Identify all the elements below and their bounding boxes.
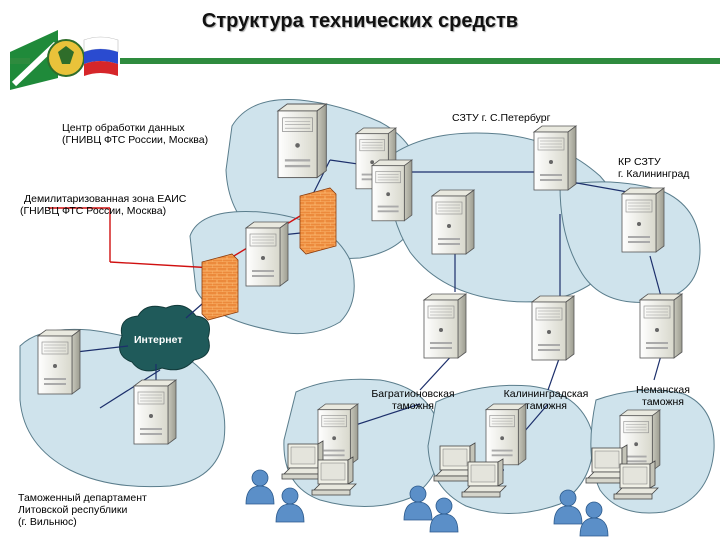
user-icon xyxy=(429,497,459,533)
workstation-icon xyxy=(613,460,659,500)
user-icon xyxy=(245,469,275,505)
label-line: (ГНИВЦ ФТС России, Москва) xyxy=(62,134,209,146)
label-line: КР СЗТУ xyxy=(618,156,661,168)
label-line: таможня xyxy=(642,396,684,408)
internet-cloud xyxy=(119,304,210,372)
server-icon xyxy=(639,293,683,359)
label-kaliningrad-customs: Калининградская таможня xyxy=(486,388,606,412)
header-bar xyxy=(120,58,720,64)
label-line: (ГНИВЦ ФТС России, Москва) xyxy=(20,205,167,217)
label-internet: Интернет xyxy=(134,334,182,346)
label-line: Неманская xyxy=(636,384,690,396)
server-icon xyxy=(485,403,527,466)
label-line: таможня xyxy=(392,400,434,412)
label-line: таможня xyxy=(525,400,567,412)
label-line: СЗТУ г. С.Петербург xyxy=(452,112,551,124)
label-sztu: СЗТУ г. С.Петербург xyxy=(452,112,550,124)
workstation-icon xyxy=(461,458,507,498)
server-icon xyxy=(533,125,577,191)
label-data-center: Центр обработки данных (ГНИВЦ ФТС России… xyxy=(62,122,208,146)
user-icon xyxy=(579,501,609,537)
server-icon xyxy=(133,379,177,445)
server-icon xyxy=(277,103,327,179)
label-line: Таможенный департамент xyxy=(18,492,147,504)
label-line: (г. Вильнюс) xyxy=(18,516,77,528)
label-line: Демилитаризованная зона ЕАИС xyxy=(24,193,187,205)
customs-logo xyxy=(10,30,85,90)
server-icon xyxy=(621,187,665,253)
label-line: Литовской республики xyxy=(18,504,128,516)
label-line: Калининградская xyxy=(503,388,589,400)
server-icon xyxy=(245,221,289,287)
label-bagration: Багратионовская таможня xyxy=(348,388,478,412)
server-icon xyxy=(371,159,413,222)
label-line: Багратионовская xyxy=(371,388,455,400)
firewall-icon xyxy=(299,187,337,255)
label-dmz: Демилитаризованная зона ЕАИС (ГНИВЦ ФТС … xyxy=(20,193,186,217)
server-icon xyxy=(317,403,359,466)
firewall-icon xyxy=(201,253,239,321)
label-line: Интернет xyxy=(134,334,183,346)
workstation-icon xyxy=(311,456,357,496)
slide-title: Структура технических средств xyxy=(201,10,519,32)
server-icon xyxy=(37,329,81,395)
server-icon xyxy=(531,295,575,361)
russian-flag-icon xyxy=(83,36,119,76)
label-lithuania: Таможенный департамент Литовской республ… xyxy=(18,492,147,528)
label-neman: Неманская таможня xyxy=(618,384,708,408)
label-kr-sztu: КР СЗТУ г. Калининград xyxy=(618,156,689,180)
server-icon xyxy=(423,293,467,359)
server-icon xyxy=(431,189,475,255)
label-line: Центр обработки данных xyxy=(62,122,185,134)
user-icon xyxy=(275,487,305,523)
label-line: г. Калининград xyxy=(618,168,690,180)
